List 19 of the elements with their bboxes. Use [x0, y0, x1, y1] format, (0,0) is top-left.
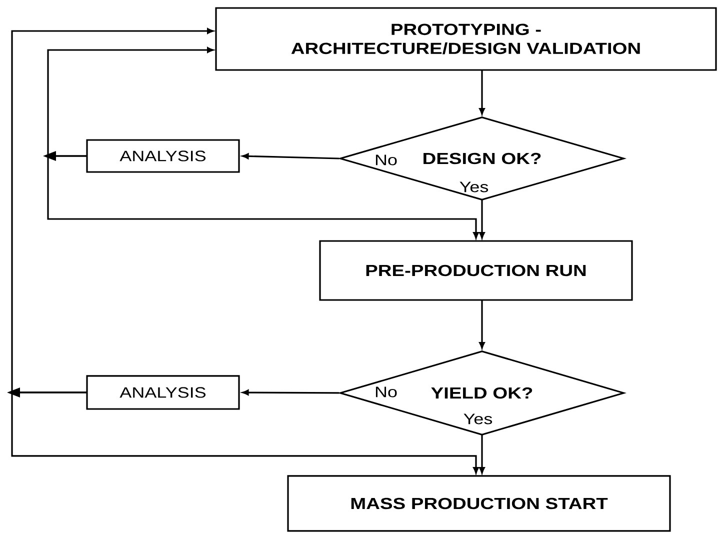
arrow	[479, 70, 485, 115]
arrow	[242, 153, 340, 160]
process-box: PRE-PRODUCTION RUN	[319, 240, 633, 301]
edge-label: Yes	[460, 182, 488, 192]
arrow	[7, 28, 214, 398]
process-box: MASS PRODUCTION START	[287, 475, 671, 532]
arrow	[43, 47, 214, 161]
arrow	[479, 300, 485, 349]
process-box: ANALYSIS	[86, 139, 240, 173]
arrow	[47, 155, 479, 239]
process-box: PROTOTYPING - ARCHITECTURE/DESIGN VALIDATION	[215, 7, 717, 71]
edge-label: No	[376, 154, 397, 166]
arrow	[479, 434, 485, 474]
edge-label: No	[376, 386, 397, 398]
process-box: ANALYSIS	[86, 375, 240, 410]
arrow	[479, 200, 485, 239]
arrow	[242, 390, 340, 396]
arrow	[11, 392, 479, 474]
edge-label: Yes	[464, 414, 492, 424]
